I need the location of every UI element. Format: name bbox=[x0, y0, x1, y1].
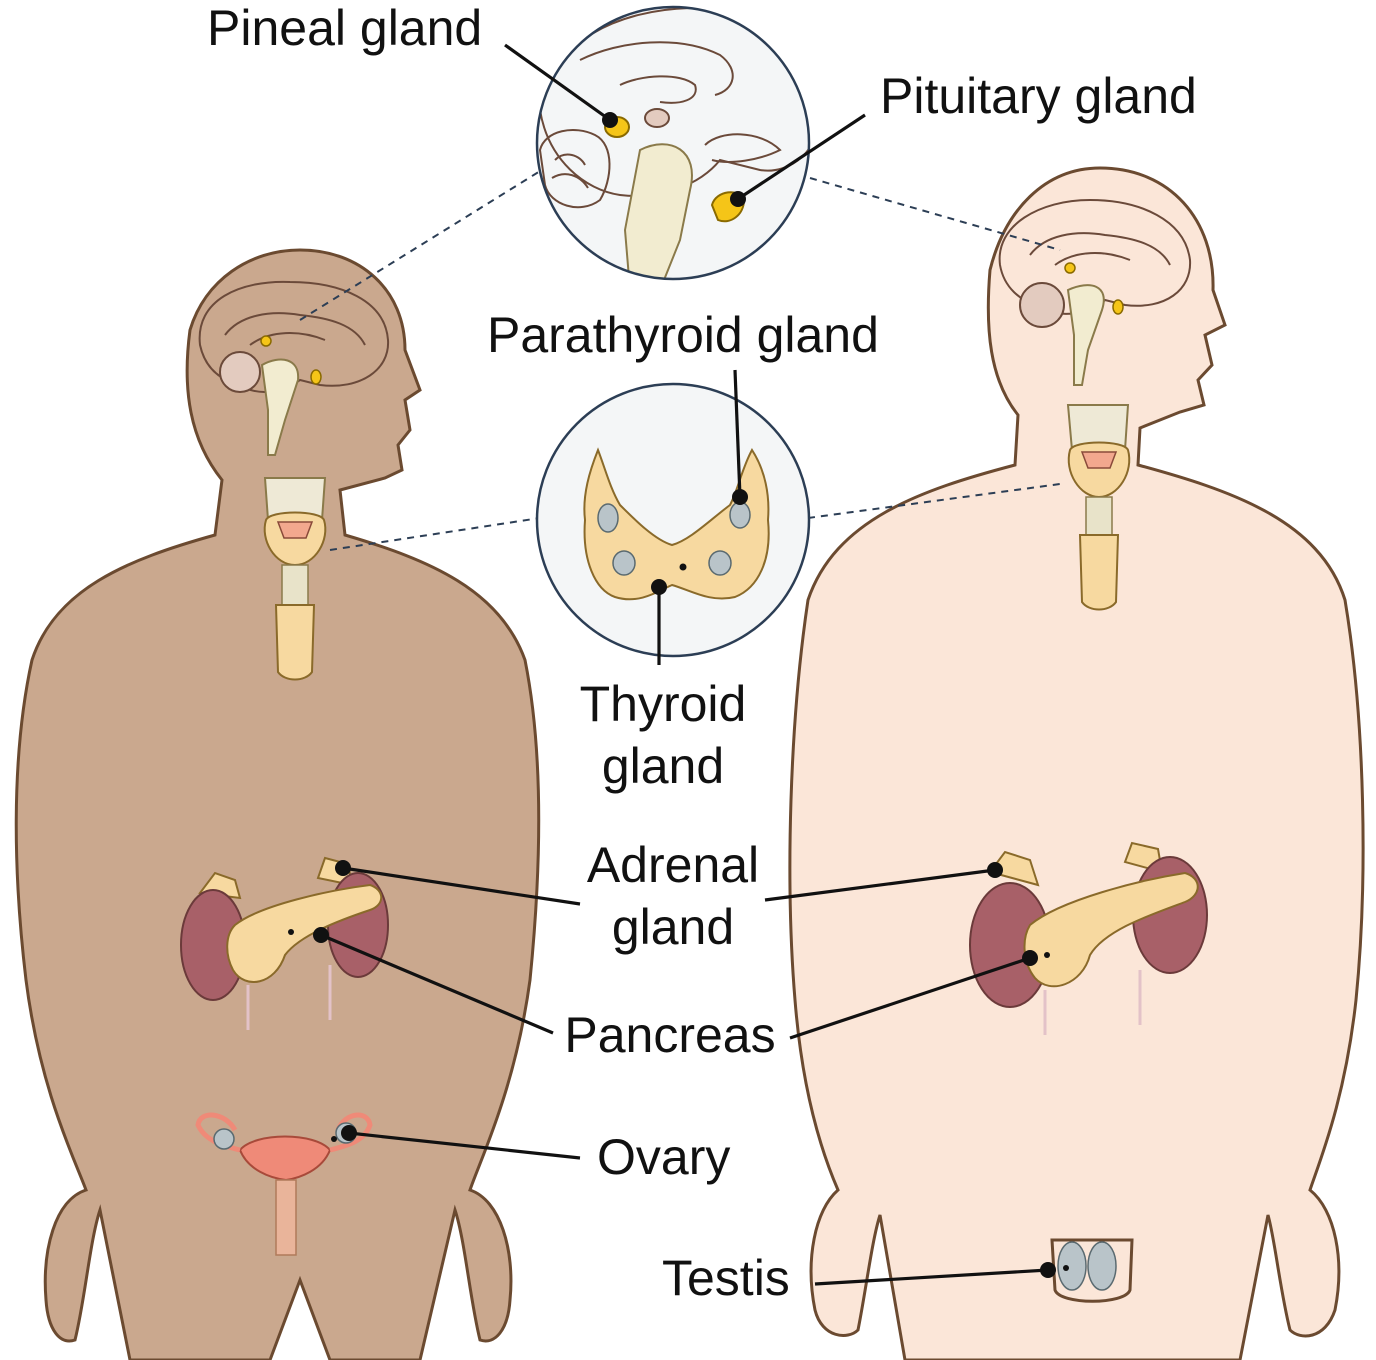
ovary-left bbox=[213, 1128, 235, 1150]
female-pineal-gland bbox=[260, 335, 272, 347]
male-reproductive bbox=[1050, 1238, 1134, 1303]
male-brain bbox=[998, 198, 1192, 386]
label-adrenal-gland-line1: Adrenal bbox=[587, 837, 759, 893]
label-adrenal-gland-line2: gland bbox=[612, 899, 734, 955]
leader-lines bbox=[288, 43, 1069, 1286]
male-body-silhouette bbox=[788, 166, 1365, 1360]
male-adrenal-gland-left bbox=[988, 850, 1040, 887]
magnifier-connectors bbox=[299, 167, 1061, 551]
female-pituitary-gland bbox=[310, 369, 322, 385]
male-thyroid-trachea bbox=[1066, 404, 1131, 611]
label-thyroid-gland-line1: Thyroid bbox=[580, 676, 747, 732]
male-pancreas bbox=[1023, 871, 1199, 988]
female-reproductive bbox=[195, 1112, 373, 1256]
female-brain bbox=[198, 280, 390, 456]
brain-inset bbox=[535, 5, 811, 281]
uterus bbox=[238, 1135, 332, 1182]
label-pancreas: Pancreas bbox=[564, 1007, 775, 1063]
label-thyroid-gland-line2: gland bbox=[602, 738, 724, 794]
label-ovary: Ovary bbox=[597, 1129, 730, 1185]
label-parathyroid-gland: Parathyroid gland bbox=[487, 307, 879, 363]
testis-left bbox=[1057, 1241, 1087, 1291]
female-pancreas bbox=[226, 883, 383, 983]
label-pineal-gland: Pineal gland bbox=[207, 0, 482, 56]
male-abdomen-organs bbox=[969, 841, 1208, 1035]
parathyroid-gland-magnified bbox=[729, 501, 751, 529]
testis-right bbox=[1087, 1241, 1117, 1291]
thyroid-inset bbox=[535, 382, 811, 658]
male-pineal-gland bbox=[1064, 262, 1076, 274]
label-pituitary-gland: Pituitary gland bbox=[880, 68, 1197, 124]
female-abdomen-organs bbox=[180, 856, 389, 1030]
male-figure bbox=[788, 166, 1365, 1360]
female-figure bbox=[14, 248, 541, 1360]
labels: Pineal gland Pituitary gland Parathyroid… bbox=[207, 0, 1197, 1306]
label-testis: Testis bbox=[662, 1250, 790, 1306]
female-body-silhouette bbox=[14, 248, 541, 1360]
female-thyroid-trachea bbox=[263, 477, 327, 681]
male-pituitary-gland bbox=[1112, 299, 1124, 315]
